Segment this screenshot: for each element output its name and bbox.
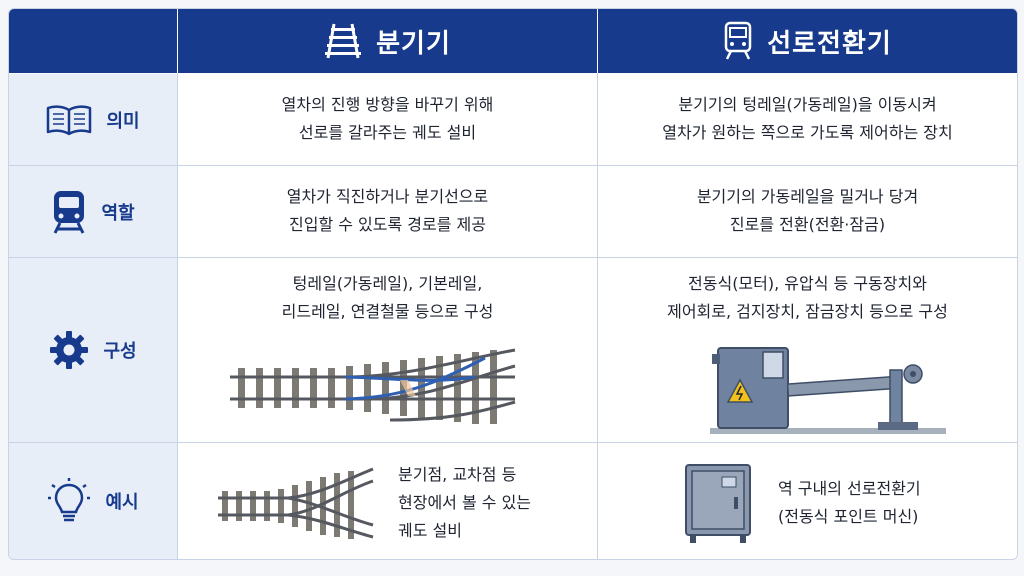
text-line: 분기기의 가동레일을 밀거나 당겨	[696, 187, 919, 206]
junction-illustration	[218, 467, 374, 539]
row-label-example-text: 예시	[105, 492, 139, 513]
header-point-machine: 선로전환기	[598, 9, 1017, 73]
header-divider	[597, 9, 598, 73]
row-divider	[9, 165, 1017, 166]
text-line: 열차의 진행 방향을 바꾸기 위해	[281, 95, 494, 114]
cell-turnout-role: 열차가 직진하거나 분기선으로 진입할 수 있도록 경로를 제공	[178, 166, 597, 257]
row-label-role: 역할	[9, 166, 177, 257]
cell-turnout-meaning: 열차의 진행 방향을 바꾸기 위해 선로를 갈라주는 궤도 설비	[178, 74, 597, 165]
gear-icon	[49, 330, 89, 370]
cell-machine-composition: 전동식(모터), 유압식 등 구동장치와 제어회로, 검지장치, 잠금장치 등으…	[598, 258, 1017, 442]
text-line: 전동식(모터), 유압식 등 구동장치와	[688, 274, 927, 293]
text-line: 궤도 설비	[398, 521, 462, 540]
cell-machine-example: 역 구내의 선로전환기 (전동식 포인트 머신)	[598, 443, 1017, 559]
text-line: 리드레일, 연결철물 등으로 구성	[281, 302, 494, 321]
row-label-meaning: 의미	[9, 74, 177, 165]
text-line: 분기기의 텅레일(가동레일)을 이동시켜	[678, 95, 937, 114]
cell-machine-meaning: 분기기의 텅레일(가동레일)을 이동시켜 열차가 원하는 쪽으로 가도록 제어하…	[598, 74, 1017, 165]
header-divider	[177, 9, 178, 73]
text-line: 진로를 전환(전환·잠금)	[729, 215, 886, 234]
row-divider	[9, 442, 1017, 443]
text-line: 선로를 갈라주는 궤도 설비	[298, 123, 477, 142]
header-corner-cell	[9, 9, 177, 73]
row-label-composition: 구성	[9, 258, 177, 442]
row-label-composition-text: 구성	[103, 341, 137, 362]
text-line: 현장에서 볼 수 있는	[398, 493, 532, 512]
text-line: 제어회로, 검지장치, 잠금장치 등으로 구성	[667, 302, 948, 321]
train-icon	[51, 189, 87, 235]
header-turnout-title: 분기기	[376, 28, 451, 59]
open-book-icon	[46, 104, 92, 136]
cell-turnout-example: 분기점, 교차점 등 현장에서 볼 수 있는 궤도 설비	[178, 443, 597, 559]
header-turnout: 분기기	[178, 9, 597, 73]
row-label-role-text: 역할	[101, 202, 135, 224]
row-label-meaning-text: 의미	[106, 110, 140, 132]
lightbulb-icon	[47, 477, 91, 525]
railway-track-icon	[324, 22, 362, 60]
turnout-illustration	[230, 348, 516, 424]
text-line: 역 구내의 선로전환기	[778, 479, 921, 498]
text-line: 분기점, 교차점 등	[398, 465, 517, 484]
column-divider	[177, 73, 178, 559]
text-line: 텅레일(가동레일), 기본레일,	[292, 274, 483, 293]
row-divider	[9, 257, 1017, 258]
example-text-block: 분기점, 교차점 등 현장에서 볼 수 있는 궤도 설비	[398, 461, 531, 545]
row-label-example: 예시	[9, 443, 177, 559]
comparison-table: 분기기 선로전환기	[8, 8, 1018, 560]
example-machine-text-block: 역 구내의 선로전환기 (전동식 포인트 머신)	[778, 475, 921, 531]
cell-machine-role: 분기기의 가동레일을 밀거나 당겨 진로를 전환(전환·잠금)	[598, 166, 1017, 257]
column-divider	[597, 73, 598, 559]
text-line: (전동식 포인트 머신)	[778, 507, 919, 526]
point-machine-illustration	[710, 347, 946, 434]
cell-turnout-composition: 텅레일(가동레일), 기본레일, 리드레일, 연결철물 등으로 구성	[178, 258, 597, 442]
header-point-machine-title: 선로전환기	[767, 28, 892, 59]
warning-icon	[726, 378, 754, 403]
point-machine-cabinet-illustration	[685, 464, 751, 543]
text-line: 열차가 직진하거나 분기선으로	[286, 187, 489, 206]
text-line: 진입할 수 있도록 경로를 제공	[289, 215, 486, 234]
text-line: 열차가 원하는 쪽으로 가도록 제어하는 장치	[662, 123, 953, 142]
train-front-icon	[723, 21, 753, 61]
